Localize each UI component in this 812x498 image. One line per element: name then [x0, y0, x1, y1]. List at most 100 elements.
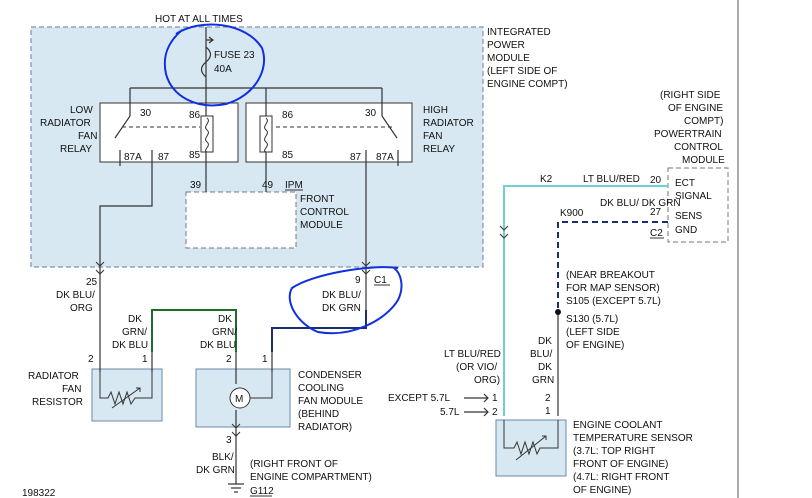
svg-text:2: 2: [545, 393, 551, 404]
svg-text:BLU/: BLU/: [530, 349, 552, 360]
high-relay-label: HIGH RADIATOR FAN RELAY: [423, 105, 474, 155]
svg-text:ORG: ORG: [70, 303, 93, 314]
svg-text:ENGINE COOLANT: ENGINE COOLANT: [573, 420, 662, 431]
svg-text:HIGH: HIGH: [423, 105, 448, 116]
low-relay-internal: 30 86 85 87A 87: [114, 88, 214, 180]
svg-text:DK BLU: DK BLU: [200, 340, 236, 351]
k2-labels: K2 LT BLU/RED LT BLU/RED (OR VIO/ ORG): [444, 174, 640, 386]
svg-text:ECT: ECT: [675, 178, 695, 189]
svg-text:FOR MAP SENSOR): FOR MAP SENSOR): [566, 283, 660, 294]
svg-text:30: 30: [140, 108, 152, 119]
radiator-fan-resistor: 2 1 RADIATOR FAN RESISTOR: [28, 352, 153, 409]
svg-text:EXCEPT 5.7L: EXCEPT 5.7L: [388, 393, 451, 404]
ect-sensor: 2 1 EXCEPT 5.7L 5.7L 1 2 ENGINE COOLANT …: [388, 393, 693, 496]
svg-text:87A: 87A: [124, 152, 142, 163]
svg-text:BLK/: BLK/: [212, 452, 234, 463]
k900-wire: [557, 221, 668, 312]
low-relay-box: [99, 102, 239, 163]
svg-text:49: 49: [262, 180, 274, 191]
pcm: (RIGHT SIDE OF ENGINE COMPT) POWERTRAIN …: [650, 90, 725, 239]
svg-text:1: 1: [142, 354, 148, 365]
front-control-module: 39 49 IPM FRONT CONTROL MODULE: [190, 180, 349, 231]
svg-text:85: 85: [189, 150, 201, 161]
svg-text:FRONT OF ENGINE): FRONT OF ENGINE): [573, 459, 668, 470]
svg-text:2: 2: [88, 354, 94, 365]
svg-text:MODULE: MODULE: [487, 53, 530, 64]
svg-text:DK: DK: [218, 314, 232, 325]
svg-text:RADIATOR: RADIATOR: [28, 371, 79, 382]
svg-text:M: M: [235, 394, 243, 405]
svg-text:GND: GND: [675, 225, 697, 236]
svg-text:(LEFT SIDE: (LEFT SIDE: [566, 327, 620, 338]
svg-text:RELAY: RELAY: [423, 144, 455, 155]
svg-text:27: 27: [650, 207, 662, 218]
svg-text:DK BLU/ DK GRN: DK BLU/ DK GRN: [600, 198, 681, 209]
high-relay-internal: 86 30 85 87 87A: [259, 88, 399, 180]
svg-text:RELAY: RELAY: [60, 144, 92, 155]
svg-text:1: 1: [492, 393, 498, 404]
svg-text:39: 39: [190, 180, 202, 191]
svg-text:S105 (EXCEPT 5.7L): S105 (EXCEPT 5.7L): [566, 296, 661, 307]
svg-text:87: 87: [158, 152, 170, 163]
svg-text:RADIATOR): RADIATOR): [298, 422, 352, 433]
annotation-circle-c1: [288, 266, 403, 335]
svg-text:(BEHIND: (BEHIND: [298, 409, 339, 420]
splice-dot: [555, 309, 561, 315]
svg-text:SIGNAL: SIGNAL: [675, 191, 712, 202]
svg-text:OF ENGINE: OF ENGINE: [668, 103, 723, 114]
svg-text:OF ENGINE): OF ENGINE): [566, 340, 624, 351]
svg-text:ENGINE COMPARTMENT): ENGINE COMPARTMENT): [250, 472, 372, 483]
svg-text:FAN: FAN: [423, 131, 442, 142]
svg-text:2: 2: [226, 354, 232, 365]
svg-text:5.7L: 5.7L: [440, 407, 460, 418]
svg-text:CONTROL: CONTROL: [300, 207, 349, 218]
svg-text:(3.7L: TOP RIGHT: (3.7L: TOP RIGHT: [573, 446, 655, 457]
svg-text:GRN: GRN: [532, 375, 554, 386]
svg-text:ENGINE COMPT): ENGINE COMPT): [487, 79, 568, 90]
hot-label: HOT AT ALL TIMES: [155, 14, 243, 25]
svg-text:POWER: POWER: [487, 40, 525, 51]
svg-text:RADIATOR: RADIATOR: [40, 118, 91, 129]
svg-text:9: 9: [355, 275, 361, 286]
svg-text:S130 (5.7L): S130 (5.7L): [566, 314, 618, 325]
svg-text:TEMPERATURE SENSOR: TEMPERATURE SENSOR: [573, 433, 693, 444]
svg-text:30: 30: [365, 108, 377, 119]
svg-text:C1: C1: [374, 275, 387, 286]
svg-text:(RIGHT FRONT OF: (RIGHT FRONT OF: [250, 459, 338, 470]
radiator-fan-resistor-box: [91, 368, 163, 422]
svg-text:LT BLU/RED: LT BLU/RED: [583, 174, 640, 185]
svg-text:1: 1: [545, 406, 551, 417]
svg-text:20: 20: [650, 175, 662, 186]
wire-pin-25: 25 DK BLU/ ORG: [56, 166, 153, 352]
svg-text:G112: G112: [250, 486, 274, 497]
svg-text:DK: DK: [538, 336, 552, 347]
svg-text:FAN: FAN: [78, 131, 97, 142]
green-wire-labels: DK GRN/ DK BLU DK GRN/ DK BLU: [112, 314, 237, 351]
svg-text:25: 25: [86, 277, 98, 288]
k2-wire: [503, 185, 668, 416]
svg-text:(RIGHT SIDE: (RIGHT SIDE: [660, 90, 721, 101]
svg-text:FAN MODULE: FAN MODULE: [298, 396, 363, 407]
svg-text:(OR VIO/: (OR VIO/: [456, 362, 497, 373]
svg-text:INTEGRATED: INTEGRATED: [487, 27, 551, 38]
front-control-module-box: [185, 191, 297, 249]
svg-text:(LEFT SIDE OF: (LEFT SIDE OF: [487, 66, 557, 77]
k900-labels: K900 DK BLU/ DK GRN (NEAR BREAKOUT FOR M…: [530, 198, 681, 386]
svg-text:GRN/: GRN/: [122, 327, 147, 338]
svg-text:87: 87: [350, 152, 362, 163]
svg-text:RADIATOR: RADIATOR: [423, 118, 474, 129]
condenser-fan-module: M 2 1 3 CONDENSER COOLING FAN MODULE (BE…: [226, 352, 363, 450]
svg-text:C2: C2: [650, 228, 663, 239]
svg-text:DK BLU/: DK BLU/: [322, 290, 361, 301]
svg-text:POWERTRAIN: POWERTRAIN: [654, 129, 722, 140]
svg-text:ORG): ORG): [474, 375, 500, 386]
svg-text:40A: 40A: [214, 64, 232, 75]
pcm-box: [667, 167, 729, 243]
svg-text:DK: DK: [538, 362, 552, 373]
svg-text:MODULE: MODULE: [300, 220, 343, 231]
svg-text:MODULE: MODULE: [682, 155, 725, 166]
wire-pin-9: 9 C1 DK BLU/ DK GRN: [322, 166, 390, 328]
svg-text:COMPT): COMPT): [684, 116, 723, 127]
svg-text:85: 85: [282, 150, 294, 161]
